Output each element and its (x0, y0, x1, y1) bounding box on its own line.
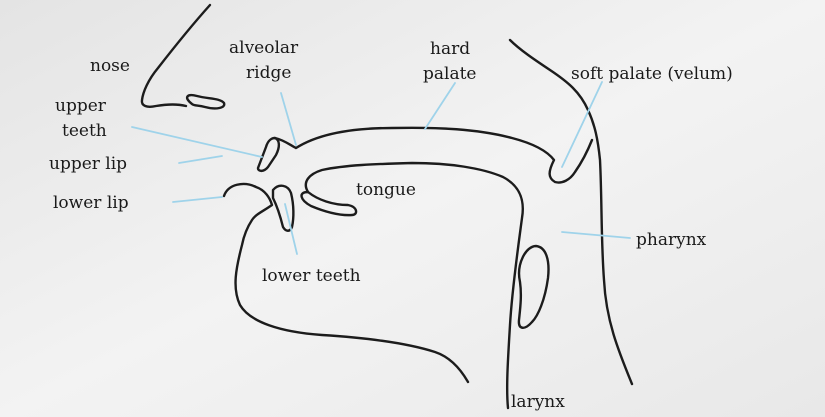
label-larynx: larynx (511, 392, 565, 412)
label-upper-teeth-line1: upper (55, 96, 107, 116)
label-lower-lip: lower lip (53, 193, 129, 213)
label-hard-palate-line2: palate (423, 64, 476, 84)
label-upper-teeth-line2: teeth (62, 121, 107, 141)
label-lower-teeth: lower teeth (262, 266, 361, 286)
label-nose: nose (90, 56, 130, 76)
label-tongue: tongue (356, 180, 416, 200)
label-alveolar-ridge-line2: ridge (246, 63, 291, 83)
label-upper-lip: upper lip (49, 154, 127, 174)
label-alveolar-ridge-line1: alveolar (229, 38, 299, 58)
label-soft-palate: soft palate (velum) (571, 64, 733, 84)
label-pharynx: pharynx (636, 230, 707, 250)
label-hard-palate-line1: hard (430, 39, 470, 59)
